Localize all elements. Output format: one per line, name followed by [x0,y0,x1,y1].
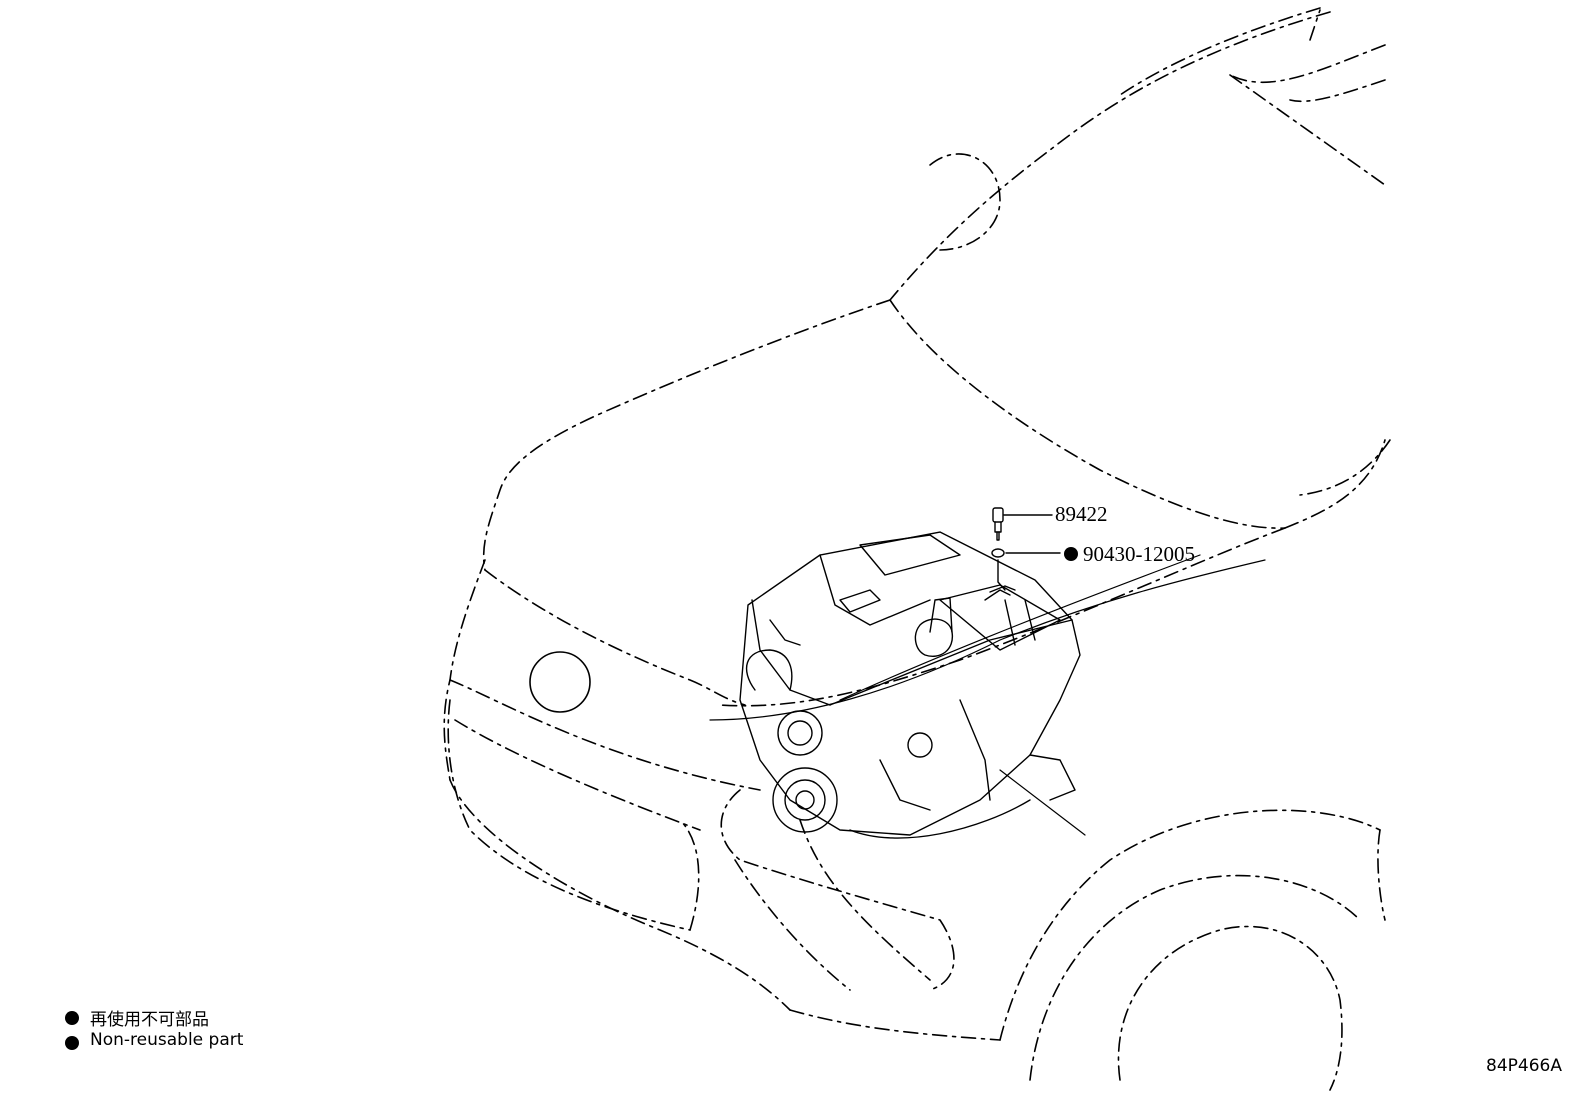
sensor-89422 [992,507,1053,541]
legend-text-japanese: 再使用不可部品 [90,1010,209,1030]
callout-89422: 89422 [1055,502,1108,526]
legend-marker-english [65,1036,79,1050]
vehicle-body-outline [443,7,1391,1091]
engine-assembly [739,531,1081,839]
non-reusable-marker [1064,547,1078,561]
callout-90430-12005: 90430-12005 [1083,542,1195,566]
emblem [529,651,591,713]
illustration-code: 84P466A [1486,1056,1562,1076]
gasket-90430-12005 [989,548,1061,593]
legend-marker-japanese [65,1011,79,1025]
legend-text-english: Non-reusable part [90,1030,244,1050]
